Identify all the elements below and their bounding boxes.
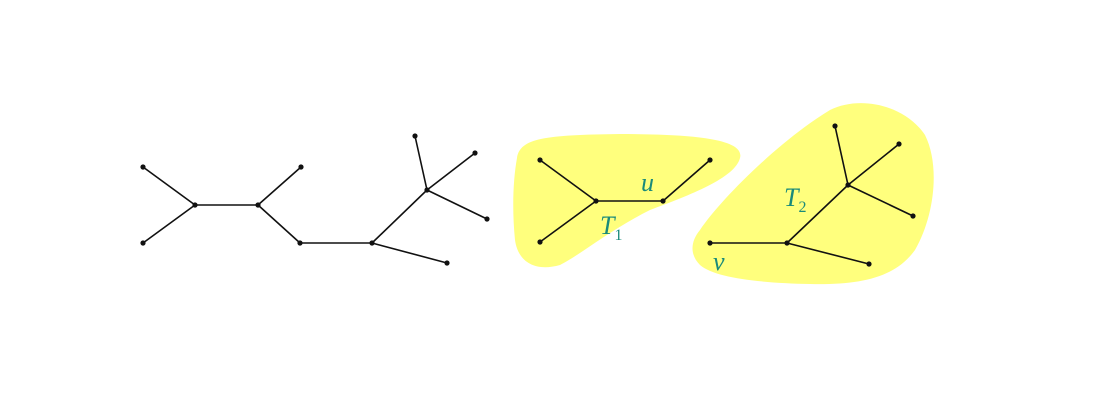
edge [257, 166, 302, 206]
node [140, 240, 146, 246]
edge [142, 204, 196, 244]
edge [786, 242, 870, 265]
label-t2-main: T [784, 183, 800, 212]
node [484, 216, 490, 222]
t1-subtree: u T1 [537, 157, 713, 245]
edge [847, 143, 900, 186]
node [424, 187, 430, 193]
edge [786, 184, 849, 244]
edge [662, 159, 711, 202]
edge [847, 184, 914, 217]
node [412, 133, 418, 139]
left-tree [140, 133, 490, 266]
node [707, 157, 713, 163]
label-u: u [641, 168, 654, 197]
node [910, 213, 916, 219]
node [845, 182, 851, 188]
node [896, 141, 902, 147]
node [784, 240, 790, 246]
edge [539, 159, 597, 202]
node [593, 198, 599, 204]
label-t1: T1 [600, 211, 622, 244]
edge [142, 166, 196, 206]
edge [834, 125, 849, 186]
edge [257, 204, 301, 244]
label-t1-sub: 1 [614, 227, 622, 244]
node [537, 157, 543, 163]
t2-subtree: v T2 [707, 123, 916, 276]
node-u [660, 198, 666, 204]
node [832, 123, 838, 129]
node [192, 202, 198, 208]
node-v [707, 240, 713, 246]
edge [426, 189, 488, 220]
node [472, 150, 478, 156]
node [297, 240, 303, 246]
label-t1-main: T [600, 211, 616, 240]
label-t2: T2 [784, 183, 806, 216]
node [255, 202, 261, 208]
node [537, 239, 543, 245]
t2-highlight-region [692, 103, 934, 285]
node [444, 260, 450, 266]
node [298, 164, 304, 170]
node [140, 164, 146, 170]
node [866, 261, 872, 267]
edge [371, 189, 428, 244]
label-v: v [713, 247, 725, 276]
node [369, 240, 375, 246]
edge [371, 242, 448, 264]
edge [414, 135, 428, 191]
label-t2-sub: 2 [798, 199, 806, 216]
edge [539, 200, 597, 243]
edge [426, 152, 476, 191]
